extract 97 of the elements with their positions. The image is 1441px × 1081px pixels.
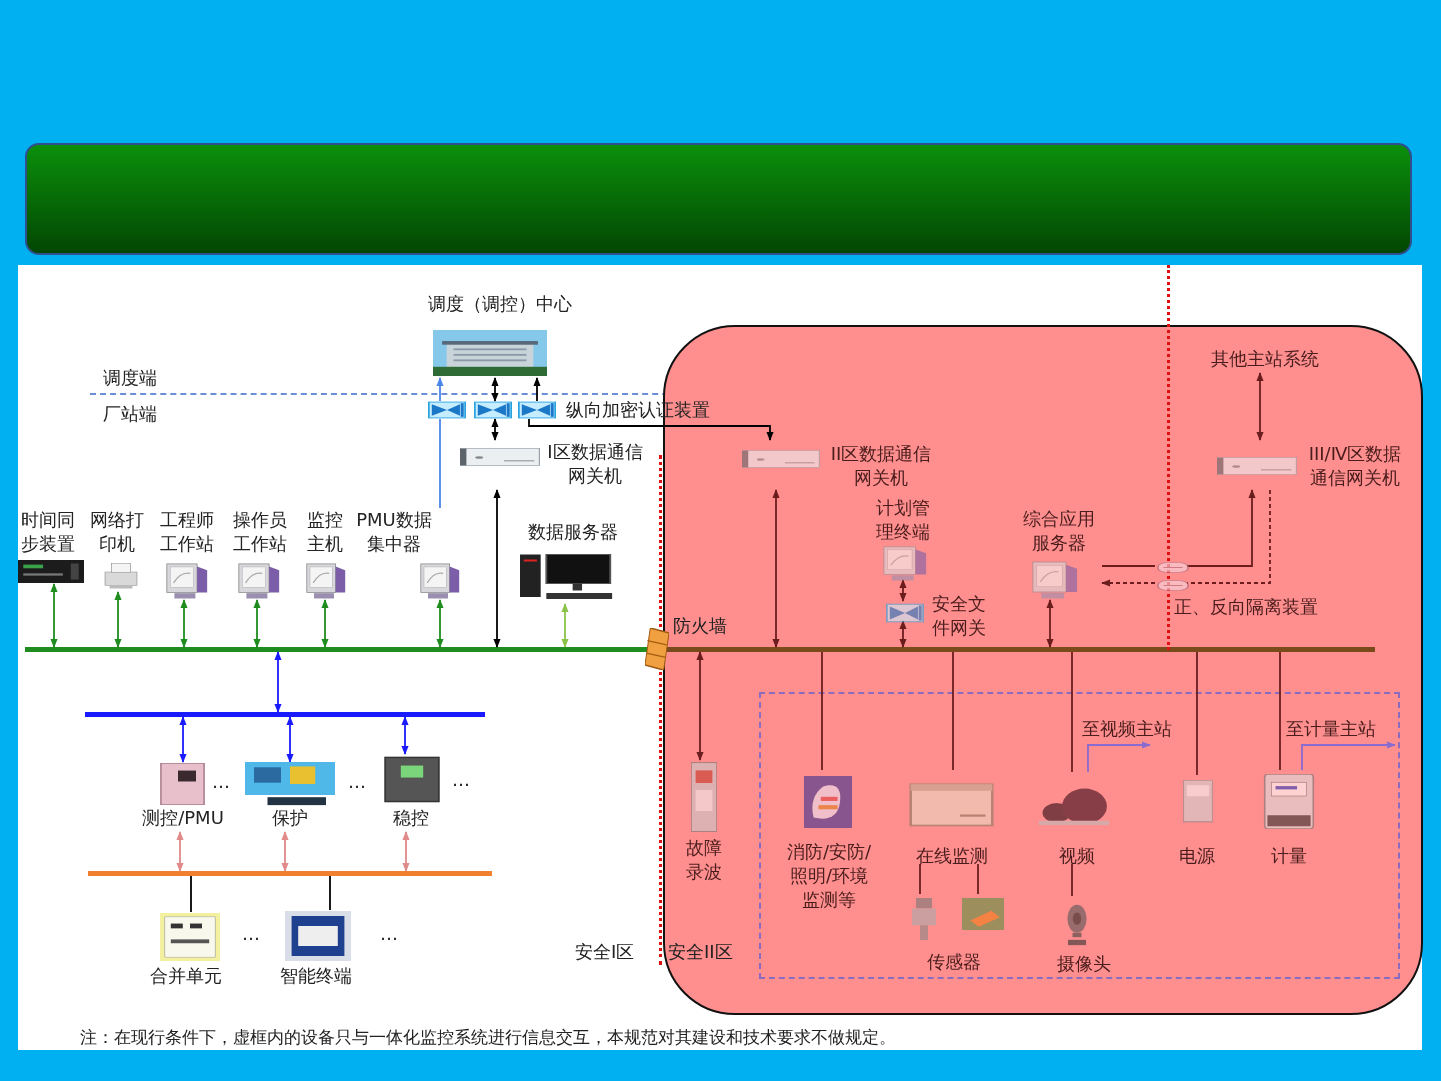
device-label: 传感器 <box>926 950 982 974</box>
connector-arrow <box>436 599 444 648</box>
connector-arrow <box>50 583 58 648</box>
connector-line <box>977 863 979 895</box>
connector-arrow <box>696 651 704 761</box>
connector-arrow <box>176 831 184 872</box>
device-label: 测控/PMU <box>141 806 225 830</box>
connector-line <box>1071 863 1073 897</box>
isolator-icon <box>1157 579 1189 592</box>
connector-arrow <box>402 831 410 872</box>
text-label: 安全II区 <box>668 940 733 964</box>
connector-arrow <box>321 599 329 648</box>
device-label: 数据服务器 <box>527 520 619 544</box>
device-label: 稳控 <box>392 806 430 830</box>
connector-arrow <box>180 599 188 648</box>
connector-arrow <box>772 489 780 648</box>
device-label: … <box>380 922 399 946</box>
connector-arrow <box>114 591 122 648</box>
device-label: … <box>242 922 261 946</box>
connector-line <box>919 863 921 895</box>
edge-label: 至视频主站 <box>1082 717 1172 741</box>
device-label: PMU数据集中器 <box>355 508 433 556</box>
connector-line <box>1279 651 1281 771</box>
connector-arrow <box>436 377 444 402</box>
device-label: 在线监测 <box>914 844 989 868</box>
device-label: 工程师工作站 <box>159 508 215 556</box>
connector-arrow <box>253 599 261 648</box>
device-label: 计量 <box>1270 844 1308 868</box>
device-label: 安全文件网关 <box>932 592 987 640</box>
device-label: 操作员工作站 <box>232 508 288 556</box>
connector-arrow <box>1087 741 1151 773</box>
connector-arrow <box>491 418 499 441</box>
connector-arrow <box>899 579 907 602</box>
device-label: 综合应用服务器 <box>1022 507 1096 555</box>
device-label: 其他主站系统 <box>1209 347 1320 371</box>
connector-arrow <box>274 651 282 713</box>
connector-arrow <box>491 377 499 402</box>
connector-line <box>190 875 192 913</box>
device-label: 计划管理终端 <box>875 496 931 544</box>
device-label: 正、反向隔离装置 <box>1174 595 1319 619</box>
text-label: 厂站端 <box>103 402 157 426</box>
connector-arrow <box>528 418 774 441</box>
device-label: 防火墙 <box>673 614 728 638</box>
device-label: 调度（调控）中心 <box>427 292 573 316</box>
device-label: … <box>212 770 231 794</box>
connector-arrow <box>1046 599 1054 648</box>
network-bus <box>88 871 492 876</box>
isolator-icon <box>1157 561 1189 574</box>
sensor-icon <box>962 898 1004 930</box>
note-text: 注：在现行条件下，虚框内的设备只与一体化监控系统进行信息交互，本规范对其建设和技术要求不做规定。 <box>80 1026 896 1049</box>
connector-arrow <box>281 831 289 872</box>
connector-arrow <box>533 377 541 402</box>
encryption-device-icon <box>428 401 466 419</box>
connector-arrow <box>1256 372 1264 441</box>
device-label: I区数据通信网关机 <box>546 440 644 488</box>
connector-arrow <box>1301 741 1396 771</box>
edge-label: 至计量主站 <box>1286 717 1376 741</box>
device-label: II区数据通信网关机 <box>829 442 933 490</box>
connector-arrow <box>561 603 569 648</box>
connector-arrow <box>1186 489 1256 567</box>
connector-line <box>952 651 954 771</box>
device-label: 视频 <box>1057 844 1096 868</box>
connector-line <box>1071 651 1073 773</box>
device-label: III/Ⅳ区数据通信网关机 <box>1307 442 1403 490</box>
device-label: 摄像头 <box>1056 952 1112 976</box>
device-label: 智能终端 <box>279 964 353 988</box>
device-label: 消防/安防/照明/环境监测等 <box>785 840 873 912</box>
encryption-device-icon <box>518 401 556 419</box>
network-bus <box>85 712 485 717</box>
device-label: 合并单元 <box>149 964 223 988</box>
encryption-device-icon <box>886 603 924 623</box>
connector-arrow <box>1101 579 1156 587</box>
connector-line <box>1186 489 1271 584</box>
text-label: 调度端 <box>103 366 157 390</box>
network-bus <box>25 647 1375 652</box>
device-label: 网络打印机 <box>89 508 145 556</box>
text-label: 安全I区 <box>575 940 635 964</box>
device-label: 保护 <box>271 806 309 830</box>
connector-line <box>439 418 441 509</box>
device-label: 监控主机 <box>306 508 344 556</box>
firewall-icon <box>645 628 669 670</box>
connector-line <box>329 875 331 911</box>
connector-arrow <box>401 716 409 755</box>
device-label: 时间同步装置 <box>20 508 76 556</box>
connector-arrow <box>286 716 294 763</box>
device-label: 电源 <box>1177 844 1216 868</box>
encryption-device-icon <box>474 401 512 419</box>
title-banner <box>25 143 1412 255</box>
connector-arrow <box>899 620 907 648</box>
connector-line <box>821 651 823 771</box>
device-label: … <box>452 768 471 792</box>
connector-line <box>1196 651 1198 776</box>
connector-arrow <box>493 489 501 648</box>
device-label: 故障录波 <box>685 836 723 884</box>
connector-line <box>1101 565 1156 567</box>
connector-arrow <box>179 716 187 763</box>
device-label: … <box>348 770 367 794</box>
